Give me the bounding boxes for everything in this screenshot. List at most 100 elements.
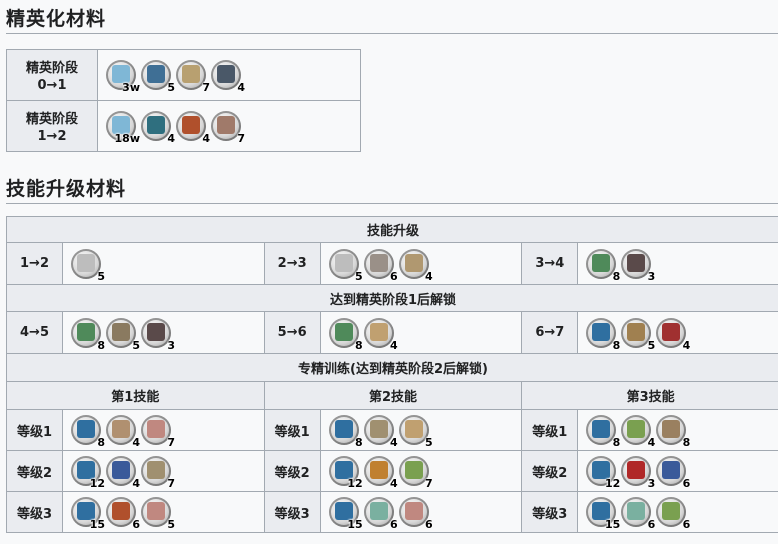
skill-summary-3-icon[interactable]: 12 bbox=[586, 456, 620, 490]
skill-summary-3-icon[interactable]: 12 bbox=[328, 456, 363, 490]
item-count: 6 bbox=[425, 518, 433, 531]
skill-title-divider bbox=[6, 203, 778, 204]
integrated-device-icon[interactable]: 7 bbox=[141, 456, 175, 490]
skill-summary-2-icon[interactable]: 8 bbox=[586, 248, 620, 283]
ester-glyph bbox=[369, 253, 388, 272]
device-icon[interactable]: 4 bbox=[211, 60, 245, 94]
skill-summary-3-icon[interactable]: 8 bbox=[586, 317, 620, 352]
gel-glyph bbox=[217, 116, 235, 134]
item-count: 4 bbox=[390, 436, 398, 449]
lmd-icon[interactable]: 3w bbox=[106, 60, 140, 94]
item-count: 4 bbox=[647, 436, 656, 449]
level-label: 1→2 bbox=[6, 242, 63, 285]
manganese-icon[interactable]: 4 bbox=[656, 317, 690, 352]
lmd-icon[interactable]: 18w bbox=[106, 111, 140, 145]
crystal-circuit-icon[interactable]: 4 bbox=[106, 456, 140, 490]
grindstone-glyph bbox=[369, 502, 388, 520]
item-count: 8 bbox=[612, 338, 621, 352]
skill-summary-3-icon[interactable]: 8 bbox=[328, 415, 363, 449]
skill-summary-1-icon[interactable]: 5 bbox=[328, 248, 363, 283]
dualchip-glyph bbox=[147, 116, 165, 134]
skill-summary-2-icon[interactable]: 8 bbox=[71, 317, 105, 352]
item-count: 6 bbox=[647, 518, 656, 531]
polyester-icon[interactable]: 6 bbox=[106, 497, 140, 531]
device-icon[interactable]: 3 bbox=[621, 248, 655, 283]
gel-icon[interactable]: 7 bbox=[141, 415, 175, 449]
unlock-elite1-header: 达到精英阶段1后解锁 bbox=[6, 284, 778, 312]
gel-icon[interactable]: 6 bbox=[398, 497, 433, 531]
lmd-glyph bbox=[112, 65, 130, 83]
skill-upgrade-header: 技能升级 bbox=[6, 216, 778, 243]
gel-icon[interactable]: 6 bbox=[656, 497, 690, 531]
device-icon[interactable]: 3 bbox=[141, 317, 175, 352]
polyester-icon[interactable]: 4 bbox=[176, 111, 210, 145]
ester-icon[interactable]: 6 bbox=[363, 248, 398, 283]
orirock-cluster-glyph bbox=[112, 420, 130, 438]
grindstone-icon[interactable]: 6 bbox=[363, 497, 398, 531]
mastery-header-row: 专精训练(达到精英阶段2后解锁) bbox=[6, 353, 778, 382]
device-glyph bbox=[217, 65, 235, 83]
mastery-header: 专精训练(达到精英阶段2后解锁) bbox=[6, 353, 778, 382]
skill-summary-3-icon[interactable]: 15 bbox=[586, 497, 620, 531]
skill-summary-3-icon[interactable]: 15 bbox=[328, 497, 363, 531]
polyester-glyph bbox=[112, 502, 130, 520]
skill-summary-2-icon[interactable]: 8 bbox=[328, 317, 363, 352]
sugar-icon[interactable]: 5 bbox=[398, 415, 433, 449]
chip-icon[interactable]: 5 bbox=[141, 60, 175, 94]
crystal-icon[interactable]: 7 bbox=[176, 60, 210, 94]
crystal-circuit-glyph bbox=[662, 461, 681, 479]
item-count: 6 bbox=[132, 518, 140, 531]
gel-icon[interactable]: 4 bbox=[621, 415, 655, 449]
integrated-device-glyph bbox=[369, 420, 388, 438]
item-count: 5 bbox=[132, 338, 140, 352]
item-count: 7 bbox=[237, 132, 245, 145]
skill-summary-1-icon[interactable]: 5 bbox=[71, 248, 105, 283]
ketone-icon[interactable]: 5 bbox=[621, 317, 655, 352]
gel-icon[interactable]: 5 bbox=[141, 497, 175, 531]
device-glyph bbox=[147, 322, 165, 341]
gel-icon[interactable]: 7 bbox=[398, 456, 433, 490]
ketone-glyph bbox=[404, 253, 423, 272]
item-count: 7 bbox=[202, 81, 210, 94]
skill-summary-3-icon[interactable]: 8 bbox=[586, 415, 620, 449]
sugar-icon[interactable]: 4 bbox=[363, 317, 398, 352]
dualchip-icon[interactable]: 4 bbox=[141, 111, 175, 145]
skill-summary-2-glyph bbox=[334, 322, 353, 341]
mastery-skill-headers: 第1技能 第2技能 第3技能 bbox=[6, 381, 778, 410]
gel-icon[interactable]: 7 bbox=[211, 111, 245, 145]
crystal-circuit-icon[interactable]: 6 bbox=[656, 456, 690, 490]
item-count: 7 bbox=[167, 477, 175, 490]
orirock-cluster-icon[interactable]: 4 bbox=[106, 415, 140, 449]
item-count: 12 bbox=[89, 477, 105, 490]
skill-summary-3-icon[interactable]: 12 bbox=[71, 456, 105, 490]
crystal-glyph bbox=[182, 65, 200, 83]
lmd-glyph bbox=[112, 116, 130, 134]
manganese-icon[interactable]: 3 bbox=[621, 456, 655, 490]
ketone-glyph bbox=[627, 322, 646, 341]
item-count: 8 bbox=[97, 436, 105, 449]
ketone-icon[interactable]: 4 bbox=[398, 248, 433, 283]
orirock-cluster-icon[interactable]: 8 bbox=[656, 415, 690, 449]
mastery-level-label: 等级3 bbox=[521, 491, 579, 533]
skill-summary-3-icon[interactable]: 15 bbox=[71, 497, 105, 531]
item-count: 7 bbox=[425, 477, 433, 490]
mastery-level-label: 等级2 bbox=[521, 450, 579, 492]
orirock-icon[interactable]: 5 bbox=[106, 317, 140, 352]
skill-summary-3-icon[interactable]: 8 bbox=[71, 415, 105, 449]
mastery-level-label: 等级1 bbox=[6, 409, 63, 451]
integrated-device-icon[interactable]: 4 bbox=[363, 415, 398, 449]
grindstone-icon[interactable]: 6 bbox=[621, 497, 655, 531]
item-count: 8 bbox=[612, 436, 621, 449]
item-count: 5 bbox=[355, 269, 363, 283]
polyester-pack-icon[interactable]: 4 bbox=[363, 456, 398, 490]
mastery-level-label: 等级3 bbox=[263, 491, 321, 533]
gel-glyph bbox=[404, 502, 423, 520]
sugar-glyph bbox=[369, 322, 388, 341]
